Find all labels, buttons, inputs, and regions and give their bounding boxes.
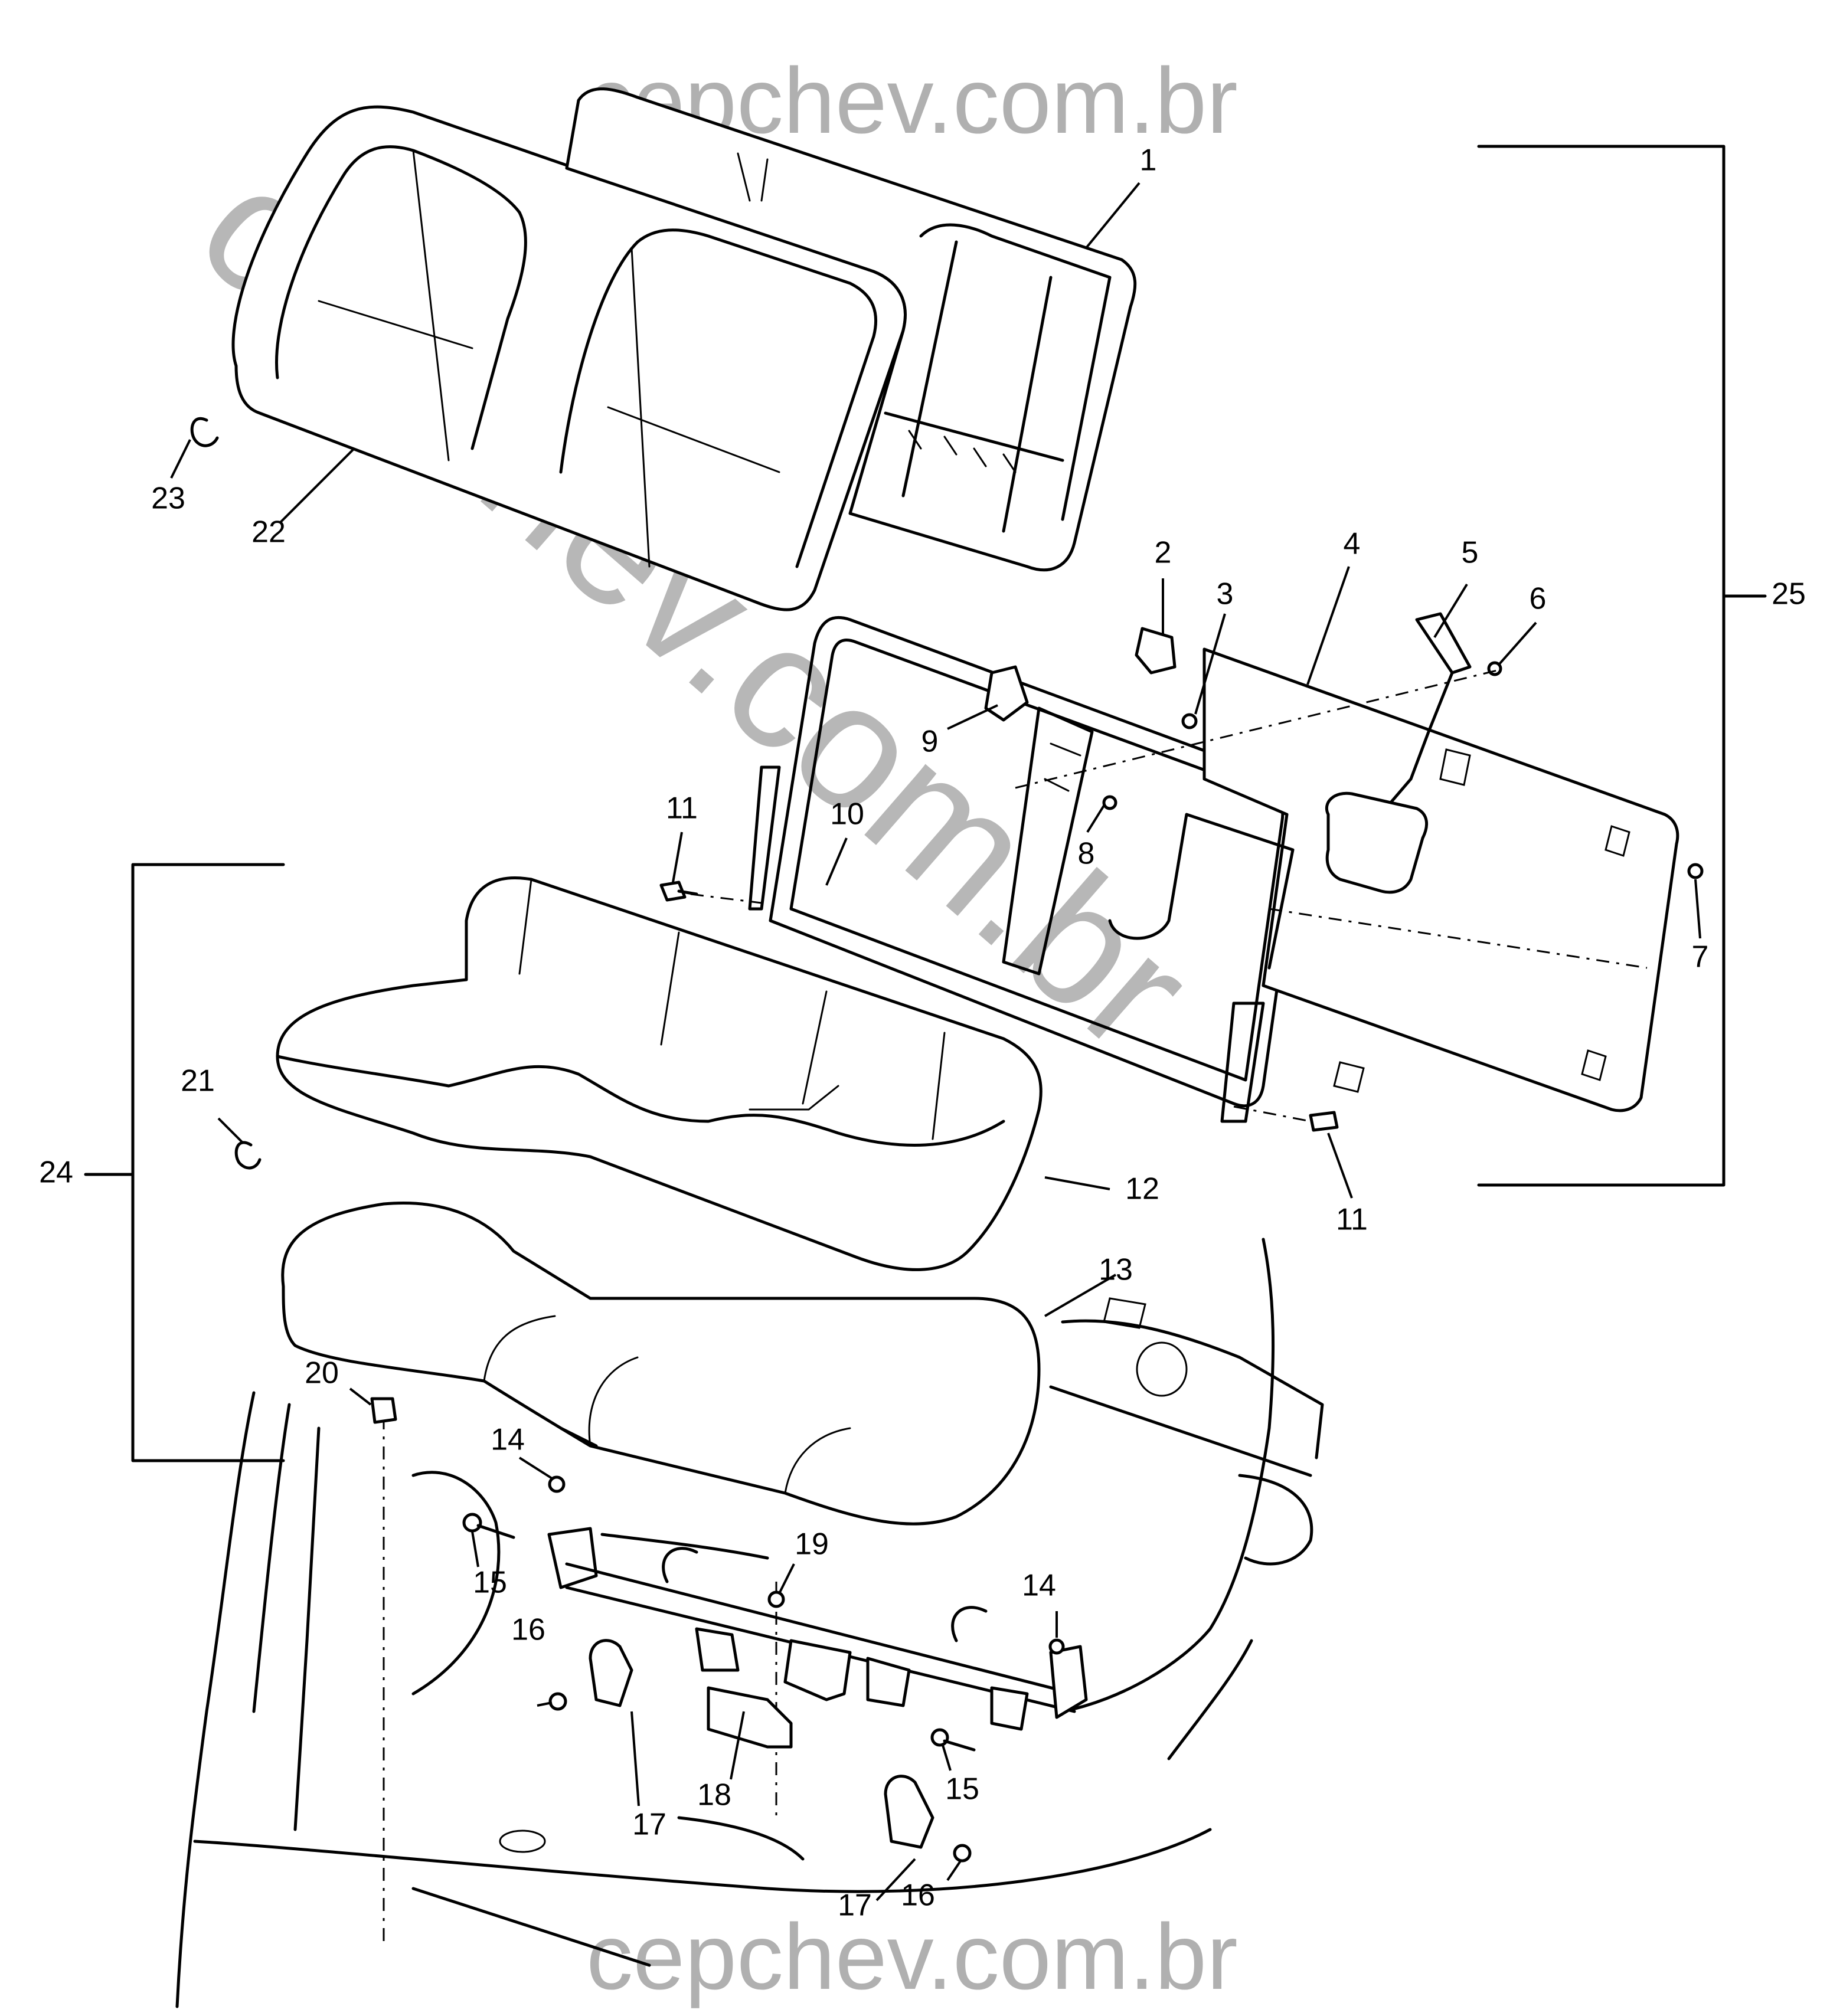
callout-4: 4 <box>1344 527 1361 561</box>
alignment-lines <box>383 669 1648 1948</box>
callout-10: 10 <box>830 797 864 832</box>
watermark-bottom: cepchev.com.br <box>586 1905 1238 2009</box>
bracket-24 <box>131 863 285 1462</box>
callout-20: 20 <box>305 1356 339 1390</box>
callout-7: 7 <box>1692 940 1709 974</box>
seat-cushion-cover-12 <box>276 876 1043 1271</box>
callout-2: 2 <box>1155 536 1172 570</box>
callout-17-left: 17 <box>632 1808 666 1842</box>
callout-24: 24 <box>39 1156 73 1190</box>
callout-16-right: 16 <box>901 1878 935 1913</box>
callout-12: 12 <box>1125 1172 1159 1206</box>
nut-7 <box>1687 863 1704 879</box>
callout-11-left: 11 <box>666 791 698 826</box>
vehicle-body-floor <box>175 1238 1324 2008</box>
nut-3 <box>1181 713 1198 729</box>
callout-15-left: 15 <box>473 1566 507 1600</box>
seat-back-frame <box>565 87 1137 572</box>
callout-14-left: 14 <box>491 1423 525 1457</box>
nut-8 <box>1102 795 1117 810</box>
seat-belt-buckle-17-left <box>589 1639 633 1707</box>
callout-5: 5 <box>1462 536 1479 570</box>
callout-14-right: 14 <box>1022 1569 1056 1603</box>
callout-18: 18 <box>697 1778 731 1812</box>
retainer-20 <box>370 1397 397 1424</box>
callout-16-left: 16 <box>511 1613 545 1647</box>
callout-11-right: 11 <box>1336 1203 1368 1237</box>
clip-23 <box>190 417 219 447</box>
seat-cushion-pad-13 <box>281 1202 1041 1526</box>
bolt-16-right <box>953 1844 972 1863</box>
callout-21: 21 <box>181 1064 215 1098</box>
callout-13: 13 <box>1099 1253 1133 1287</box>
callout-23: 23 <box>151 482 185 516</box>
callout-8: 8 <box>1078 837 1095 871</box>
latch-assembly-5 <box>1325 612 1472 894</box>
callout-17-right: 17 <box>838 1889 872 1923</box>
nut-19 <box>767 1590 785 1608</box>
belt-anchor-bar-18 <box>547 1527 1088 1749</box>
seat-belt-buckle-17-right <box>884 1775 934 1849</box>
bolt-16-left <box>548 1692 567 1711</box>
callout-25: 25 <box>1772 577 1806 611</box>
callout-6: 6 <box>1530 582 1547 616</box>
striker-2 <box>1135 627 1177 675</box>
callout-9: 9 <box>921 725 939 759</box>
rear-panel-4 <box>1108 647 1679 1112</box>
callout-1: 1 <box>1140 143 1157 178</box>
bolt-15-left <box>462 1513 515 1539</box>
callout-22: 22 <box>251 515 286 549</box>
callout-19: 19 <box>795 1527 829 1562</box>
bolt-11-right <box>1309 1111 1339 1132</box>
clip-21 <box>234 1141 262 1170</box>
bolt-15-right <box>930 1728 976 1752</box>
leader-lines <box>170 182 1701 1902</box>
nut-14-right <box>1048 1638 1065 1655</box>
nut-14-left <box>548 1475 566 1493</box>
callout-3: 3 <box>1217 577 1234 611</box>
bolt-11-left <box>659 881 698 902</box>
bracket-25 <box>1477 145 1726 1187</box>
callout-15-right: 15 <box>945 1772 979 1806</box>
